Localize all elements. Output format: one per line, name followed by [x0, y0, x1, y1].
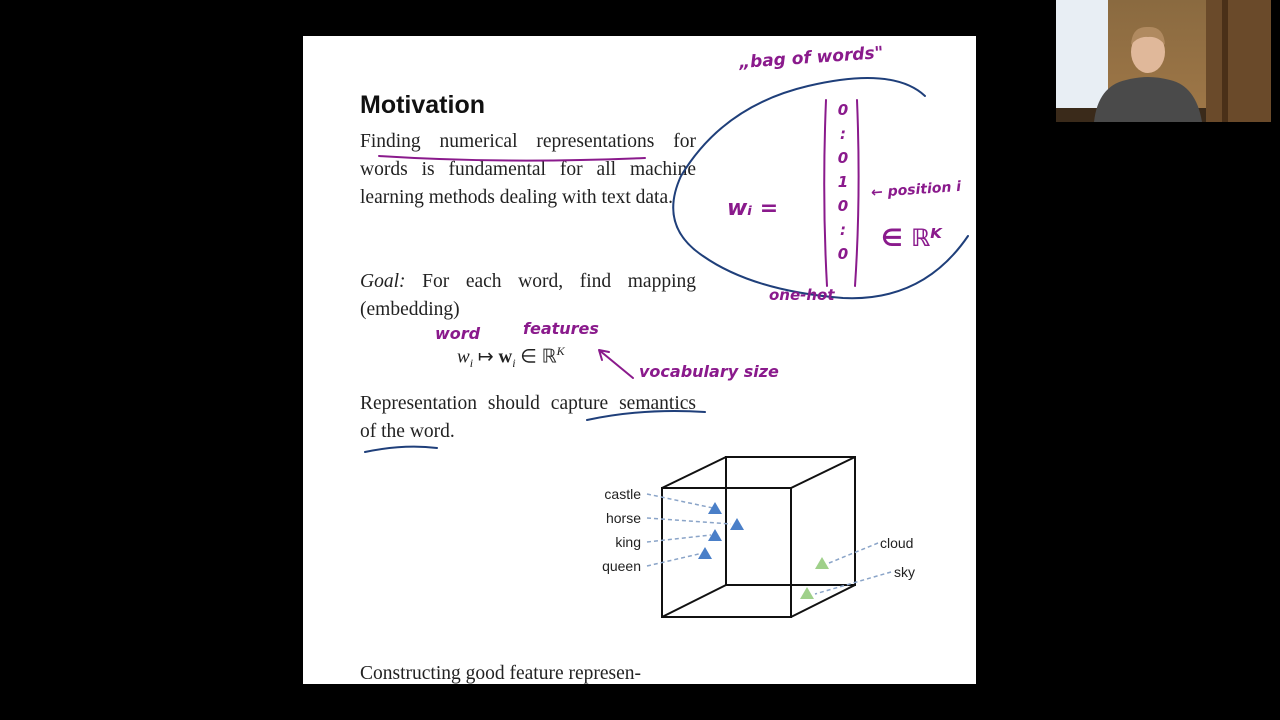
formula-arrow: ↦ [477, 346, 494, 368]
goal-paragraph: Goal: For each word, find mapping (embed… [360, 268, 696, 324]
presenter-webcam [1056, 0, 1271, 122]
underline-capture-semantics [586, 410, 706, 421]
formula-in: ∈ [520, 346, 537, 368]
formula-space: ℝ [541, 346, 557, 368]
underline-mantics [364, 445, 438, 453]
vector-entry: 1 [837, 173, 849, 191]
vector-entry: : [840, 125, 846, 143]
label-sky: sky [894, 564, 915, 580]
label-cloud: cloud [880, 535, 913, 551]
annotation-wi-equals: wᵢ = [727, 196, 779, 221]
vector-entry: 0 [837, 197, 849, 215]
slide-title: Motivation [360, 91, 485, 119]
word-vector-points [698, 502, 829, 599]
representation-paragraph: Representation should capture semantics … [360, 393, 696, 442]
leader-lines [646, 493, 892, 595]
label-queen: queen [602, 558, 641, 574]
annotation-one-hot: one-hot [769, 286, 835, 304]
vector-entry: 0 [837, 149, 849, 167]
label-castle: castle [604, 486, 641, 502]
queen-point [698, 547, 712, 559]
formula-rhs: w [498, 346, 513, 368]
formula-rhs-sub: i [512, 356, 516, 371]
vector-entry: 0 [837, 101, 849, 119]
castle-point [708, 502, 722, 514]
embedding-formula: wi ↦ wi ∈ ℝK [457, 344, 565, 371]
vector-entry: 0 [837, 245, 849, 263]
goal-label: Goal: [360, 271, 406, 292]
slide: Motivation Finding numerical representat… [303, 36, 976, 684]
vector-entry: : [840, 221, 846, 239]
ellipse-around-vector [672, 77, 969, 300]
semantic-cube-figure: castle horse king queen cloud sky [602, 456, 915, 618]
horse-point [730, 518, 744, 530]
cloud-point [815, 557, 829, 569]
presenter-video-image [1056, 0, 1271, 122]
annotation-vocabulary-size: vocabulary size [639, 362, 779, 381]
annotation-in-rk: ∈ ℝᴷ [881, 224, 942, 252]
cube-wireframe [661, 456, 856, 618]
annotation-features: features [523, 319, 599, 338]
one-hot-vector: 0 : 0 1 0 : 0 [833, 98, 853, 266]
goal-text: For each word, find mapping (embedding) [360, 271, 696, 320]
formula-sup: K [556, 344, 565, 358]
motivation-paragraph: Finding numerical representations for wo… [360, 131, 696, 208]
king-point [708, 529, 722, 541]
underline-numerical-representations [378, 155, 646, 162]
formula-lhs: w [457, 346, 470, 368]
annotation-word: word [435, 324, 481, 343]
vector-left-bar [823, 99, 828, 287]
sky-point [800, 587, 814, 599]
label-king: king [615, 534, 641, 550]
label-horse: horse [606, 510, 641, 526]
handwriting-overlay [364, 77, 969, 453]
formula-lhs-sub: i [469, 356, 474, 371]
arrow-to-K [598, 349, 634, 379]
constructing-paragraph: Constructing good feature represen- [360, 663, 642, 684]
blue-ink-strokes [364, 77, 969, 453]
vector-right-bar [854, 99, 860, 287]
purple-ink-strokes [378, 99, 860, 379]
